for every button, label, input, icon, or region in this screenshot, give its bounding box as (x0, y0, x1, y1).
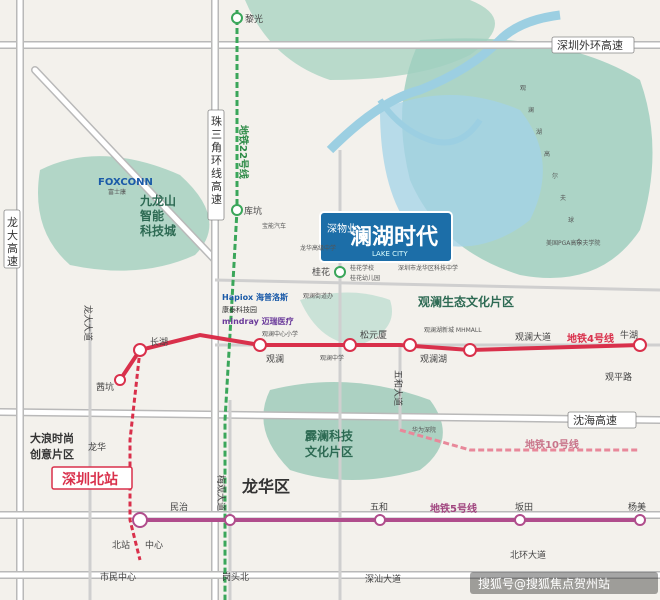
label-metro-4: 地铁4号线 (567, 332, 614, 345)
station-changhu: 长湖 (150, 336, 168, 348)
label-longda-ave: 龙大大道 (82, 305, 94, 341)
label-longda-3: 高 (7, 241, 18, 255)
golf-2: 澜 (528, 106, 534, 114)
watermark: 搜狐号@搜狐焦点贺州站 (478, 576, 610, 591)
poi-pga: 美国PGA高尔夫学院 (546, 239, 600, 247)
station-wuhe: 五和 (370, 502, 388, 513)
poi-guanlan-middle: 观澜中学 (320, 354, 344, 362)
label-shenchao: 深汕大道 (365, 573, 401, 585)
station-guanlan: 观澜 (266, 354, 284, 365)
label-metro-10: 地铁10号线 (525, 438, 579, 451)
project-name: 澜湖时代 (350, 225, 438, 250)
label-shenhai: 沈海高速 (573, 413, 617, 427)
zone-eco-sub: 观澜湖新城 MHMALL (424, 326, 482, 334)
golf-3: 湖 (536, 128, 542, 136)
poi-longhua-middle: 深圳市龙华区科技中学 (398, 264, 458, 272)
shenzhen-north-badge[interactable] (51, 466, 133, 490)
label-wuhe: 五和大道 (392, 370, 404, 406)
station-zhongxin: 中心 (145, 539, 163, 551)
golf-8: 会 (576, 238, 582, 246)
golf-7: 球 (568, 216, 574, 224)
zone-jiulong-2: 智能 (139, 208, 164, 223)
station-minle: 民治 (170, 501, 188, 513)
zone-tech-2: 文化片区 (305, 444, 353, 459)
green-area-west (38, 156, 210, 271)
stations (114, 12, 647, 528)
river (326, 10, 561, 154)
river-branch (377, 98, 483, 146)
svg-text:高: 高 (211, 179, 222, 193)
golf-6: 夫 (560, 194, 566, 202)
poi-guanlan-primary: 观澜中心小学 (262, 330, 298, 338)
poi-guanlan-street: 观澜街道办 (303, 292, 333, 300)
golf-4: 高 (544, 150, 550, 158)
label-metro-22: 地铁22号线 (237, 125, 250, 179)
zone-jiulong-1: 九龙山 (139, 193, 176, 208)
station-kukeng: 库坑 (244, 205, 262, 217)
poi-huawei: 华为深院 (412, 426, 436, 434)
station-niuhu: 牛湖 (620, 329, 638, 341)
poi-baoneng: 宝能汽车 (262, 222, 286, 230)
green-area-center (300, 292, 392, 345)
culture-2: 创意片区 (29, 447, 74, 461)
project-badge[interactable] (319, 211, 453, 263)
green-area-south (263, 382, 443, 480)
label-metro-5: 地铁5号线 (430, 502, 477, 515)
station-bantian: 坂田 (515, 502, 533, 513)
label-longda-1: 龙 (7, 216, 18, 229)
label-shenzhen-north: 深圳北站 (62, 471, 118, 488)
poi-hapiox: Hapiox 海普洛斯 (222, 292, 288, 302)
project-developer: 深物业 (327, 222, 357, 235)
station-gangtouhe: 岗头北 (222, 572, 249, 583)
station-yangmei: 杨美 (628, 501, 646, 513)
station-beizhan: 北站 (112, 539, 130, 551)
svg-text:角: 角 (211, 141, 222, 154)
poi-kangtai: 康泰科技园 (222, 305, 257, 314)
metro-line-4 (118, 332, 641, 382)
lake (380, 95, 543, 247)
label-waihuan: 深圳外环高速 (557, 38, 623, 52)
svg-text:环: 环 (211, 154, 222, 167)
zone-jiulong-3: 科技城 (140, 223, 176, 238)
station-guihua: 桂花 (312, 266, 330, 278)
metro-line-22 (223, 10, 239, 600)
svg-text:线: 线 (211, 166, 222, 180)
project-name-en: LAKE CITY (372, 250, 408, 258)
station-qingxiang: 茜坑 (96, 381, 114, 393)
zone-eco: 观澜生态文化片区 (418, 294, 514, 309)
culture-1: 大浪时尚 (30, 431, 74, 445)
station-guanlanhu: 观澜湖 (420, 354, 447, 365)
golf-1: 观 (520, 85, 526, 92)
label-longda-2: 大 (7, 228, 18, 242)
label-guanlan-ave: 观澜大道 (515, 331, 551, 343)
poi-foxconn: FOXCONN (98, 177, 153, 188)
poi-foxconn-cn: 富士康 (108, 188, 126, 196)
svg-text:速: 速 (211, 193, 222, 206)
zone-tech-1: 霹澜科技 (305, 428, 354, 443)
poi-longhua-tech: 龙华高级中学 (300, 244, 336, 252)
svg-text:三: 三 (211, 128, 222, 141)
poi-guihua-school: 桂花学校 (350, 264, 374, 272)
label-beihuan: 北环大道 (510, 549, 546, 561)
station-songyuansha: 松元厦 (360, 329, 387, 341)
poi-mindray: mindray 迈瑞医疗 (222, 316, 294, 326)
metro-line-4-south (128, 349, 142, 561)
station-longhua: 龙华 (88, 441, 106, 453)
svg-text:珠: 珠 (211, 114, 222, 128)
label-guanping: 观平路 (605, 371, 632, 383)
metro-line-10 (399, 428, 640, 452)
label-longhua-district: 龙华区 (241, 477, 290, 496)
poi-guihua-kinder: 桂花幼儿园 (350, 274, 380, 282)
label-longda-4: 速 (7, 255, 18, 268)
label-meiguan: 梅观大道 (215, 475, 227, 511)
station-liguang: 黎光 (245, 13, 263, 25)
golf-5: 尔 (552, 172, 558, 180)
station-shiminzhongxin: 市民中心 (100, 571, 136, 583)
